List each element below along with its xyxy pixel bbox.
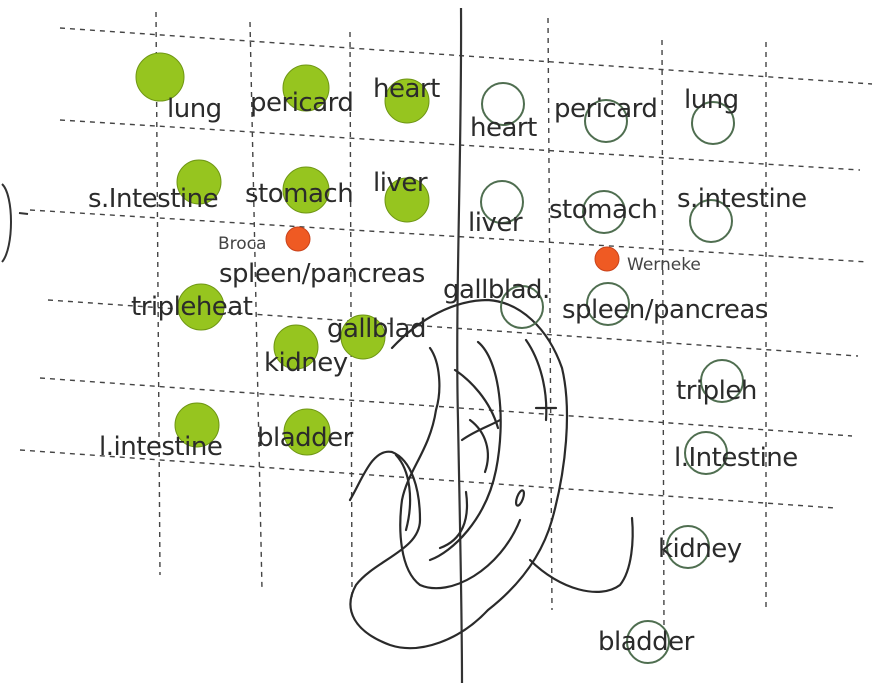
grid-line [249, 21, 263, 591]
label-pericard-right: pericard [554, 94, 658, 124]
label-liver-right: liver [468, 208, 523, 238]
label-tripleh-right: tripleh [676, 376, 757, 406]
point-bladder-right [626, 620, 670, 664]
point-liver-left [384, 177, 430, 223]
left-edge-arc [1, 183, 12, 263]
left-points [135, 52, 430, 456]
ear-inner-lines [468, 418, 489, 474]
label-kidney-left: kidney [264, 348, 348, 378]
grid-line [661, 39, 665, 631]
point-stomach-right [582, 190, 626, 234]
ear-inner-curve [453, 368, 500, 430]
grid-line [349, 31, 353, 599]
ear-lobe-stroke [438, 490, 468, 550]
point-gallblad-right [500, 285, 544, 329]
label-bladder-right: bladder [598, 627, 694, 657]
speech-points [285, 226, 620, 272]
ear-helix [348, 298, 569, 650]
point-pericard-left [282, 64, 330, 112]
label-gallblad-right: gallblad. [443, 275, 550, 305]
point-heart-right [481, 82, 525, 126]
point-s-intestine-left [176, 159, 222, 205]
point-heart-left [384, 78, 430, 124]
label-wernicke: Werneke [627, 255, 701, 275]
ear-concha-arc [428, 340, 502, 562]
point-kidney-left [273, 324, 319, 370]
left-edge-dash [18, 212, 29, 215]
label-l-intestine-right: l.Intestine [674, 443, 798, 473]
label-gallblad-left: gallblad [327, 314, 427, 344]
label-stomach-left: stomach [245, 179, 354, 209]
ear-lower-arc [528, 516, 634, 593]
ear-tragus [514, 489, 526, 507]
point-wernicke [594, 246, 620, 272]
grid-line [155, 11, 161, 576]
point-liver-right [480, 180, 524, 224]
ear-right-curve [524, 338, 548, 422]
label-kidney-right: kidney [658, 534, 742, 564]
ear-left-stroke [394, 453, 412, 532]
label-lung-left: lung [167, 94, 222, 124]
point-l-intestine-left [174, 402, 220, 448]
point-lung-right [691, 101, 735, 145]
grid-line [547, 17, 553, 611]
point-spleen-right [586, 282, 630, 326]
midline [456, 7, 464, 683]
point-kidney-right [666, 525, 710, 569]
label-s-intestine-right: s.intestine [677, 184, 807, 214]
ear-drawing [348, 298, 634, 650]
label-tripleheat-left: tripleheat [131, 292, 253, 322]
label-spleen-pancreas-left: spleen/pancreas [219, 259, 425, 289]
label-heart-right: heart [470, 113, 537, 143]
point-l-intestine-right [684, 431, 728, 475]
point-s-intestine-right [689, 199, 733, 243]
grid-line [29, 209, 869, 263]
label-spleen-pancreas-right: spleen/pancreas [562, 295, 768, 325]
point-bladder-left [283, 408, 331, 456]
point-lung-left [135, 52, 185, 102]
label-broca: Broca [218, 234, 267, 254]
label-lung-right: lung [684, 85, 739, 115]
label-pericard-left: pericard [250, 88, 354, 118]
grid-vertical-lines [155, 11, 767, 631]
ear-antihelix [399, 346, 522, 590]
point-tripleheat-left [177, 283, 225, 331]
point-tripleh-right [700, 359, 744, 403]
label-heart-left: heart [373, 74, 440, 104]
ear-concha-left [460, 418, 502, 442]
label-s-intestine-left: s.Intestine [88, 184, 219, 214]
right-points [480, 82, 744, 664]
label-stomach-right: stomach [549, 195, 658, 225]
point-stomach-left [282, 166, 330, 214]
point-pericard-right [584, 99, 628, 143]
grid-line [19, 449, 836, 509]
label-bladder-left: bladder [257, 423, 353, 453]
point-gallblad-left [340, 314, 386, 360]
label-liver-left: liver [373, 168, 428, 198]
label-l-intestine-left: l.intestine [99, 432, 223, 462]
point-broca [285, 226, 311, 252]
